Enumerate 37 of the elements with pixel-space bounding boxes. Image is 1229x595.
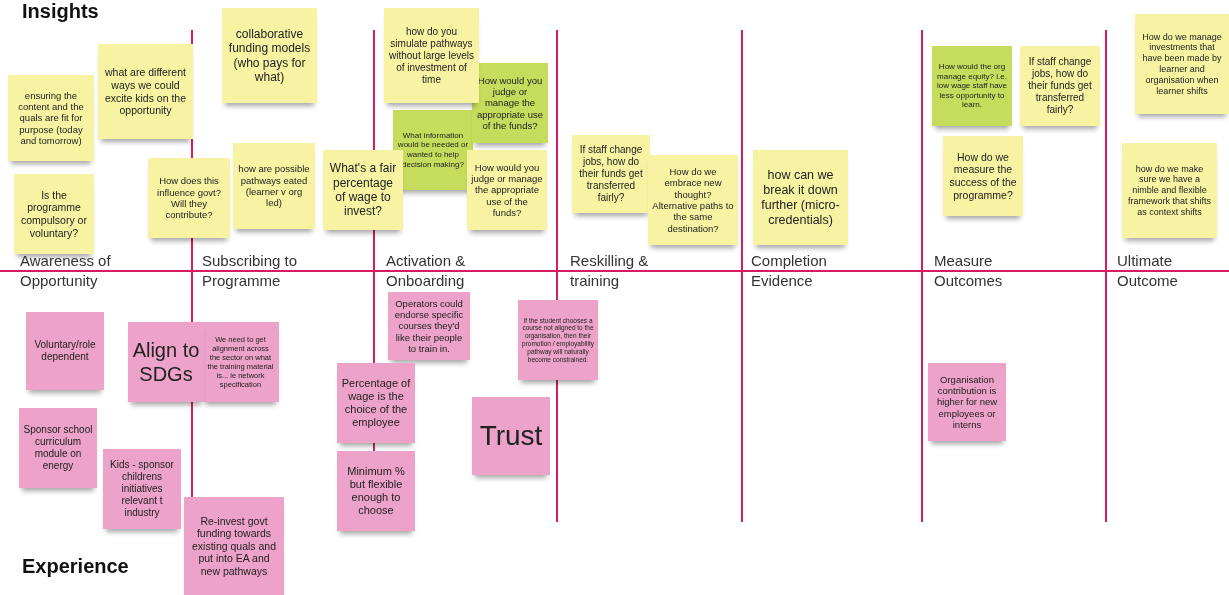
sticky-note: how do you simulate pathways without large levels of investment of time (384, 8, 479, 103)
sticky-note: Percentage of wage is the choice of the employee (337, 363, 415, 443)
sticky-note: how can we break it down further (micro-credentials) (753, 150, 848, 245)
sticky-note: How would the org manage equity? i.e. low wage staff have less opportunity to learn. (932, 46, 1012, 126)
sticky-note: How does this influence govt? Will they contribute? (148, 158, 230, 238)
sticky-note: If staff change jobs, how do their funds get transferred fairly? (572, 135, 650, 213)
sticky-note: Voluntary/role dependent (26, 312, 104, 390)
sticky-note: If staff change jobs, how do their funds get transferred fairly? (1020, 46, 1100, 126)
stage-heading: Awareness of Opportunity (20, 251, 112, 290)
sticky-note: How do we measure the success of the programme? (943, 136, 1023, 216)
stage-heading: Subscribing to Programme (202, 251, 299, 290)
stage-heading: Measure Outcomes (934, 251, 1004, 290)
sticky-note: what are different ways we could excite kids on the opportunity (98, 44, 193, 139)
sticky-note: How do we embrace new thought? Alternative paths to the same destination? (648, 155, 738, 245)
sticky-note: Is the programme compulsory or voluntary? (14, 174, 94, 254)
stage-heading: Activation & Onboarding (386, 251, 467, 290)
sticky-note: Re-invest govt funding towards existing quals and put into EA and new pathways (184, 497, 284, 595)
sticky-note: What's a fair percentage of wage to invest? (323, 150, 403, 230)
sticky-note: How do we manage investments that have been made by learner and organisation when learner shifts (1135, 14, 1229, 114)
sticky-note: How would you judge or manage the appropriate use of the funds? (472, 63, 548, 143)
section-title: Experience (22, 555, 130, 578)
sticky-note: Sponsor school curriculum module on energy (19, 408, 97, 488)
stage-heading: Completion Evidence (751, 251, 828, 290)
stage-heading: Ultimate Outcome (1117, 251, 1179, 290)
section-title: Insights (22, 0, 100, 23)
sticky-note: Organisation contribution is higher for new employees or interns (928, 363, 1006, 441)
sticky-note: Operators could endorse specific courses they'd like their people to train in. (388, 292, 470, 360)
sticky-note: collaborative funding models (who pays for what) (222, 8, 317, 103)
stage-heading: Reskilling & training (570, 251, 650, 290)
sticky-note: how do we make sure we have a nimble and flexible framework that shifts as context shifts (1122, 143, 1217, 238)
sticky-note: how are possible pathways eated (learner v org led) (233, 143, 315, 229)
sticky-note: Trust (472, 397, 550, 475)
sticky-note: Kids - sponsor childrens initiatives relevant t industry (103, 449, 181, 529)
sticky-note: How would you judge or manage the appropriate use of the funds? (467, 150, 547, 230)
sticky-note: Minimum % but flexible enough to choose (337, 451, 415, 531)
sticky-note: Align to SDGs (128, 322, 204, 402)
sticky-note: ensuring the content and the quals are fit for purpose (today and tomorrow) (8, 75, 94, 161)
